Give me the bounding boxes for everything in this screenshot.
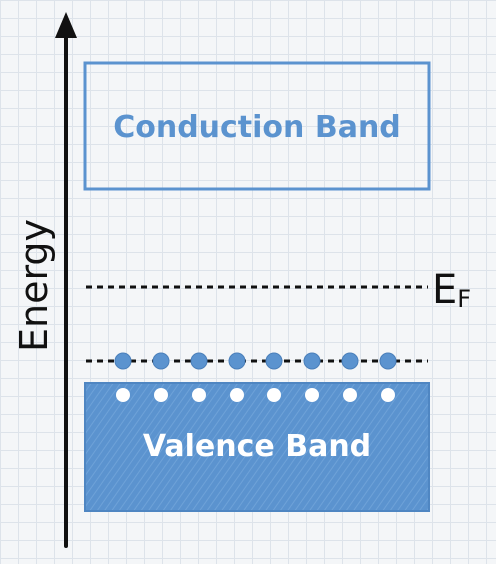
hole-group [116,388,395,402]
energy-axis-label: Energy [12,219,56,352]
hole-1 [116,388,130,402]
conduction-band-label: Conduction Band [113,110,401,145]
electron-8 [379,352,397,370]
fermi-level-label-sub: F [457,285,471,313]
electron-1 [114,352,132,370]
hole-8 [381,388,395,402]
hole-3 [192,388,206,402]
electron-3 [190,352,208,370]
hole-4 [230,388,244,402]
electron-5 [265,352,283,370]
fermi-level-label: EF [432,267,471,313]
electron-group [114,352,397,370]
hole-7 [343,388,357,402]
electron-6 [303,352,321,370]
electron-7 [341,352,359,370]
fermi-level-label-main: E [432,267,457,313]
hole-2 [154,388,168,402]
electron-4 [228,352,246,370]
electron-2 [152,352,170,370]
conduction-band-box [83,61,431,191]
valence-band-label: Valence Band [143,429,371,464]
energy-axis-arrowhead [55,12,77,38]
hole-6 [305,388,319,402]
valence-band-box [84,382,430,512]
hole-5 [267,388,281,402]
